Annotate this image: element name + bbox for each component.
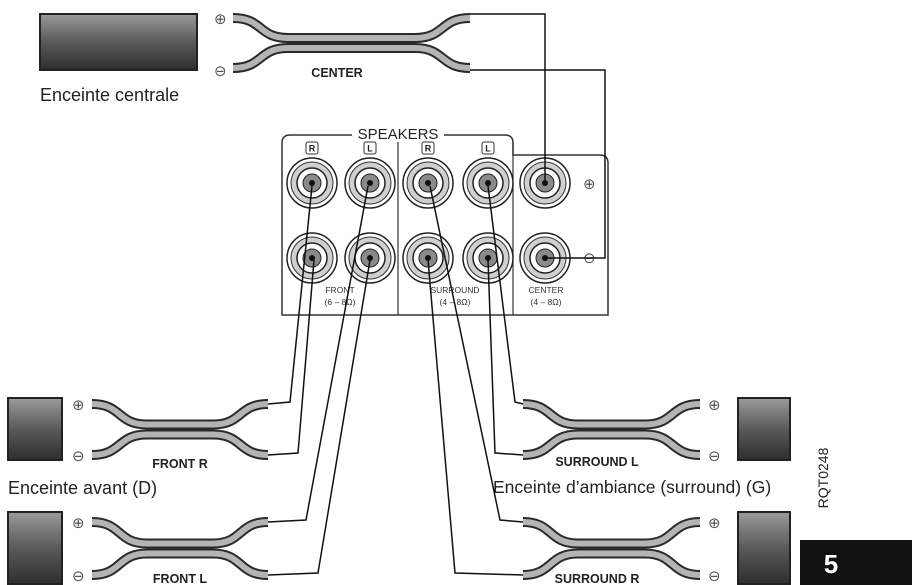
center-section-name: CENTER bbox=[529, 285, 564, 295]
front-l-plus-terminal bbox=[344, 157, 396, 209]
terminal-hole bbox=[425, 255, 431, 261]
surround-r-cable bbox=[522, 517, 701, 580]
terminal-hole bbox=[485, 255, 491, 261]
surround-l-cable-label: SURROUND L bbox=[555, 455, 639, 469]
front-r-minus-symbol: ⊖ bbox=[72, 447, 85, 465]
surround-r-minus-terminal bbox=[402, 232, 454, 284]
surround-r-minus-wire bbox=[427, 259, 524, 576]
surround-section-impedance: (4 – 8Ω) bbox=[440, 297, 471, 307]
front-l-speaker-box bbox=[7, 511, 63, 585]
center-plus-symbol: ⊕ bbox=[214, 10, 227, 28]
surround-l-minus-wire bbox=[487, 259, 524, 456]
terminal-label-letter: L bbox=[367, 144, 373, 154]
center-cable-label: CENTER bbox=[311, 66, 362, 80]
front-r-speaker-box bbox=[7, 397, 63, 461]
terminal-label-letter: R bbox=[309, 144, 316, 154]
terminal-hole bbox=[425, 180, 431, 186]
front-r-plus-symbol: ⊕ bbox=[72, 396, 85, 414]
page-number-tab bbox=[800, 540, 912, 585]
surround-r-plus-symbol: ⊕ bbox=[708, 514, 721, 532]
front-r-cable-minus-lead bbox=[91, 431, 269, 458]
surround-l-minus-symbol: ⊖ bbox=[708, 447, 721, 465]
terminal-label-2: R bbox=[421, 141, 435, 155]
terminal-label-box bbox=[421, 141, 435, 155]
surround-r-cable-label: SURROUND R bbox=[555, 572, 640, 585]
surround-r-cable-minus-lead bbox=[522, 550, 701, 578]
surround-l-speaker-caption: Enceinte d’ambiance (surround) (G) bbox=[493, 477, 771, 497]
speaker-terminal-panel: SPEAKERS R L R L FRONT (6 – 8Ω) SURROUND (4… bbox=[281, 126, 609, 316]
terminal-label-1: L bbox=[363, 141, 377, 155]
front-l-minus-wire bbox=[267, 259, 371, 576]
surround-l-cable bbox=[522, 399, 701, 460]
surround-l-plus-wire bbox=[487, 185, 524, 405]
panel-title: SPEAKERS bbox=[358, 126, 439, 143]
panel-title-background bbox=[352, 126, 444, 142]
page-number: 5 bbox=[824, 549, 838, 579]
center-cable-plus-lead bbox=[232, 15, 471, 41]
terminal-hole bbox=[309, 180, 315, 186]
surround-l-cable-minus-lead bbox=[522, 431, 701, 458]
terminal-label-box bbox=[363, 141, 377, 155]
front-l-cable-label: FRONT L bbox=[153, 572, 208, 585]
terminal-hole bbox=[367, 255, 373, 261]
front-section-impedance: (6 – 8Ω) bbox=[325, 297, 356, 307]
front-r-minus-wire bbox=[267, 259, 315, 456]
surround-l-plus-terminal bbox=[462, 157, 514, 209]
surround-section-name: SURROUND bbox=[430, 285, 479, 295]
surround-r-plus-wire bbox=[429, 185, 524, 523]
surround-r-plus-terminal bbox=[402, 157, 454, 209]
terminal-label-box bbox=[481, 141, 495, 155]
front-l-cable-minus-lead bbox=[91, 550, 269, 578]
front-l-cable-plus-lead bbox=[91, 519, 269, 547]
surround-r-speaker-box bbox=[737, 511, 791, 585]
center-minus-wire bbox=[470, 69, 606, 259]
front-r-plus-wire bbox=[267, 185, 313, 405]
terminal-hole bbox=[309, 255, 315, 261]
center-section-impedance: (4 – 8Ω) bbox=[531, 297, 562, 307]
surround-l-plus-symbol: ⊕ bbox=[708, 396, 721, 414]
terminal-label-3: L bbox=[481, 141, 495, 155]
front-l-cable bbox=[91, 517, 269, 580]
speaker-cables bbox=[91, 13, 701, 580]
surround-r-cable-plus-lead bbox=[522, 519, 701, 547]
center-minus-symbol: ⊖ bbox=[214, 62, 227, 80]
surround-l-speaker-box bbox=[737, 397, 791, 461]
terminal-label-letter: R bbox=[425, 144, 432, 154]
terminal-hole bbox=[485, 180, 491, 186]
terminal-label-0: R bbox=[305, 141, 319, 155]
terminal-hole bbox=[367, 180, 373, 186]
terminal-label-box bbox=[305, 141, 319, 155]
center-speaker-box bbox=[39, 13, 198, 71]
center-plus-wire bbox=[470, 13, 546, 183]
panel-plus-symbol: ⊕ bbox=[583, 175, 596, 193]
front-section-name: FRONT bbox=[325, 285, 354, 295]
front-r-cable bbox=[91, 399, 269, 460]
center-cable-minus-lead bbox=[232, 45, 471, 71]
terminal-label-letter: L bbox=[485, 144, 491, 154]
center-cable bbox=[232, 13, 471, 73]
document-code: RQT0248 bbox=[815, 447, 831, 508]
center-speaker-caption: Enceinte centrale bbox=[40, 85, 179, 105]
front-l-minus-symbol: ⊖ bbox=[72, 567, 85, 585]
connection-wires bbox=[267, 13, 606, 576]
surround-r-minus-symbol: ⊖ bbox=[708, 567, 721, 585]
surround-l-cable-plus-lead bbox=[522, 401, 701, 428]
front-r-cable-plus-lead bbox=[91, 401, 269, 428]
front-l-plus-symbol: ⊕ bbox=[72, 514, 85, 532]
front-r-speaker-caption: Enceinte avant (D) bbox=[8, 478, 157, 498]
front-l-plus-wire bbox=[267, 185, 369, 523]
front-l-minus-terminal bbox=[344, 232, 396, 284]
front-r-cable-label: FRONT R bbox=[152, 457, 208, 471]
front-r-plus-terminal bbox=[286, 157, 338, 209]
